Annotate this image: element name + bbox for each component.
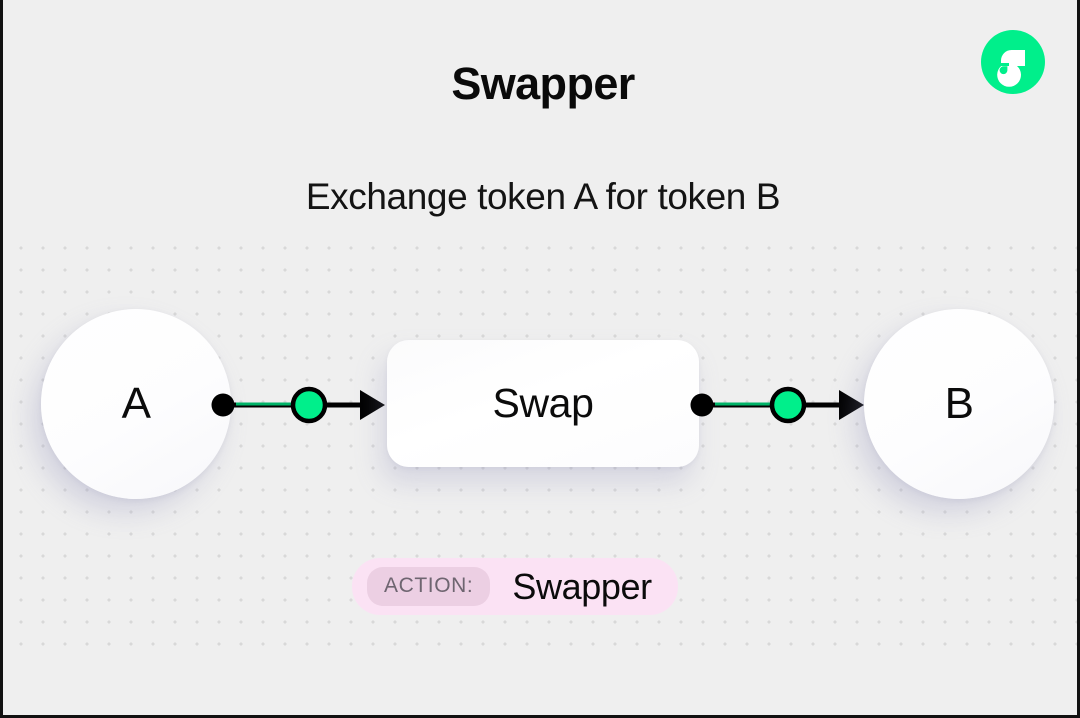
connector-a-to-swap bbox=[208, 380, 388, 430]
swap-process-label: Swap bbox=[492, 380, 594, 426]
page-title: Swapper bbox=[451, 58, 635, 109]
action-badge-tag: ACTION: bbox=[367, 567, 491, 606]
flow-logo-icon bbox=[981, 30, 1045, 94]
action-badge: ACTION: Swapper bbox=[352, 558, 678, 615]
token-node-a[interactable]: A bbox=[41, 309, 231, 499]
arrowhead-icon bbox=[839, 390, 864, 420]
arrowhead-icon bbox=[360, 390, 385, 420]
token-node-b[interactable]: B bbox=[864, 309, 1054, 499]
page-subtitle: Exchange token A for token B bbox=[305, 176, 781, 217]
connector-source-dot bbox=[690, 393, 714, 417]
connector-swap-to-b-icon bbox=[690, 386, 864, 424]
connector-a-to-swap-icon bbox=[211, 386, 385, 424]
flow-logo bbox=[981, 30, 1045, 94]
connector-midpoint-node[interactable] bbox=[290, 386, 328, 424]
token-node-a-label: A bbox=[121, 379, 151, 428]
connector-source-dot bbox=[211, 393, 235, 417]
connector-midpoint-node[interactable] bbox=[769, 386, 807, 424]
swap-process-card[interactable]: Swap bbox=[387, 340, 699, 467]
token-node-b-label: B bbox=[944, 379, 974, 428]
connector-swap-to-b bbox=[687, 380, 867, 430]
action-badge-value: Swapper bbox=[512, 565, 652, 607]
